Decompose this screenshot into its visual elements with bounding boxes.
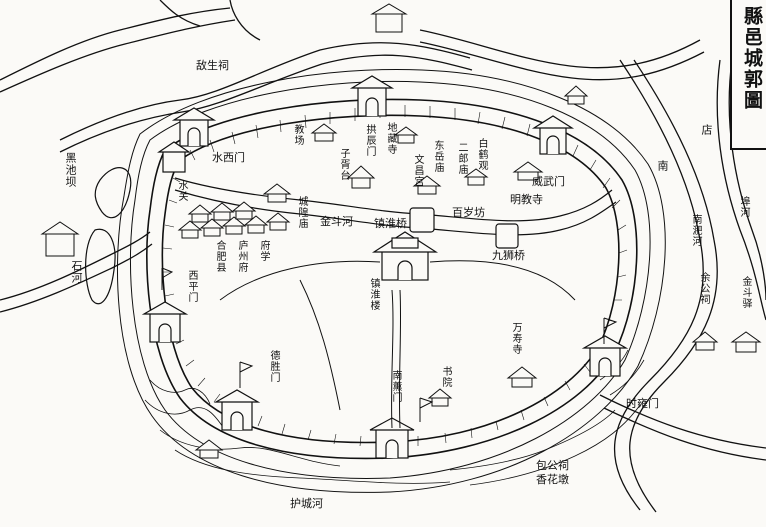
dianbu-river-b (728, 59, 766, 301)
river-northeast-b (419, 41, 705, 81)
baihe-building (463, 168, 489, 186)
label-shiyong-gate: 时雍门 (626, 397, 659, 410)
east-river-a (599, 394, 766, 449)
label-shi-he: 石河 (70, 260, 83, 284)
label-ancestral-hall: 敌生祠 (196, 59, 229, 72)
mingjiao-building (512, 161, 544, 181)
label-jindou-yi: 金斗驿 (740, 276, 751, 309)
nanxun-gate-tower (369, 417, 415, 459)
buildings (40, 3, 762, 459)
title-frame (730, 0, 766, 150)
label-dian: 店 (700, 124, 713, 136)
wall-bricks (162, 105, 628, 447)
label-dongyue-temple: 东岳庙 (432, 140, 443, 173)
rivers (0, 0, 766, 513)
chenghuang-building (262, 183, 292, 203)
label-baogong-ci: 包公祠 (536, 459, 569, 472)
shuyuan-building (427, 388, 453, 407)
label-mingjiao-temple: 明教寺 (510, 193, 543, 206)
jindou-yi-building (730, 331, 762, 353)
east-river-b (603, 407, 766, 461)
dizang-building (393, 126, 419, 144)
zhenhuai-bridge (409, 207, 435, 233)
ancestral-hall-top (370, 3, 408, 33)
shiyong-gate-tower (581, 335, 629, 377)
label-fuxue: 府学 (258, 240, 269, 262)
north-stream (229, 0, 261, 41)
river-north-b (59, 54, 473, 153)
label-shuyuan: 书院 (440, 366, 451, 388)
label-gongchen-gate: 拱辰门 (364, 124, 375, 157)
label-jindou-river: 金斗河 (320, 215, 353, 228)
label-dizang-temple: 地藏寺 (385, 122, 396, 155)
label-erlang-temple: 二郎庙 (456, 142, 467, 175)
inner-roads (219, 260, 576, 429)
gate-towers (141, 75, 629, 459)
north-stream-2 (159, 0, 201, 27)
label-yugong-ci: 余公祠 (698, 272, 709, 305)
label-zixu-terrace: 子胥台 (338, 148, 349, 181)
yugong-building (691, 331, 719, 351)
dianbu-river-a (716, 59, 766, 321)
nanfei-river-a (613, 59, 704, 511)
desheng-gate-tower (213, 389, 261, 431)
southwest-house (194, 439, 224, 459)
xiping-gate-tower (141, 301, 189, 343)
label-dianbu-river: 埠河 (738, 196, 749, 218)
label-zhenhuai-bridge: 镇淮桥 (374, 217, 407, 230)
west-pond (85, 228, 116, 305)
northeast-pavilion (563, 85, 589, 105)
bridges (409, 207, 519, 249)
river-north-a (59, 42, 471, 141)
label-luzhou-prefecture: 庐州府 (236, 240, 247, 273)
office-cluster (177, 201, 291, 239)
label-hefei-county: 合肥县 (214, 240, 225, 273)
label-jiaochang: 教场 (292, 124, 303, 146)
shuiguan-tower (157, 141, 191, 173)
shi-river-a (0, 231, 151, 301)
label-moat: 护城河 (290, 497, 323, 510)
label-shuixi-gate: 水西门 (212, 151, 245, 164)
label-wenchang-palace: 文昌宫 (412, 154, 423, 187)
label-nanxun-gate: 南薰门 (390, 370, 401, 403)
gongchen-gate-tower (349, 75, 395, 117)
label-chenghuang-temple: 城隍庙 (296, 196, 307, 229)
zixu-terrace (346, 165, 376, 189)
zhenhuai-tower (371, 231, 439, 281)
label-jiushi-bridge: 九狮桥 (492, 249, 525, 262)
ponds (85, 167, 132, 305)
map-title: 縣邑城郭圖 (741, 6, 763, 111)
label-xianghua-dun: 香花墩 (536, 473, 569, 486)
shuixi-gate-tower (171, 107, 217, 147)
wenchang-building (412, 175, 442, 195)
weiwu-gate-tower (531, 115, 575, 155)
label-nanfei-river: 南淝河 (690, 214, 701, 247)
moat-bank (117, 68, 666, 493)
jiaochang-building (310, 123, 338, 142)
label-nan: 南 (656, 160, 669, 172)
nanfei-river-b (629, 59, 718, 513)
jiushi-bridge (495, 223, 519, 249)
west-shrine (40, 221, 80, 257)
label-zhenhuai-tower: 镇淮楼 (368, 278, 379, 311)
label-weiwu-gate: 威武门 (532, 175, 565, 188)
river-northwest-a (0, 7, 231, 81)
label-xiping-gate: 西平门 (186, 270, 197, 303)
label-desheng-gate: 德胜门 (268, 350, 279, 383)
shi-river-b (0, 243, 153, 313)
heichi-pond (94, 167, 132, 219)
label-baisui-fang: 百岁坊 (452, 206, 485, 219)
wanshou-building (506, 366, 538, 388)
label-baihe-temple: 白鹤观 (476, 138, 487, 171)
label-shui-guan: 水关 (176, 180, 187, 202)
flags (161, 267, 618, 422)
label-heichi-ba: 黑池坝 (64, 152, 77, 188)
label-wanshou-temple: 万寿寺 (510, 322, 521, 355)
river-northeast-a (419, 29, 701, 69)
